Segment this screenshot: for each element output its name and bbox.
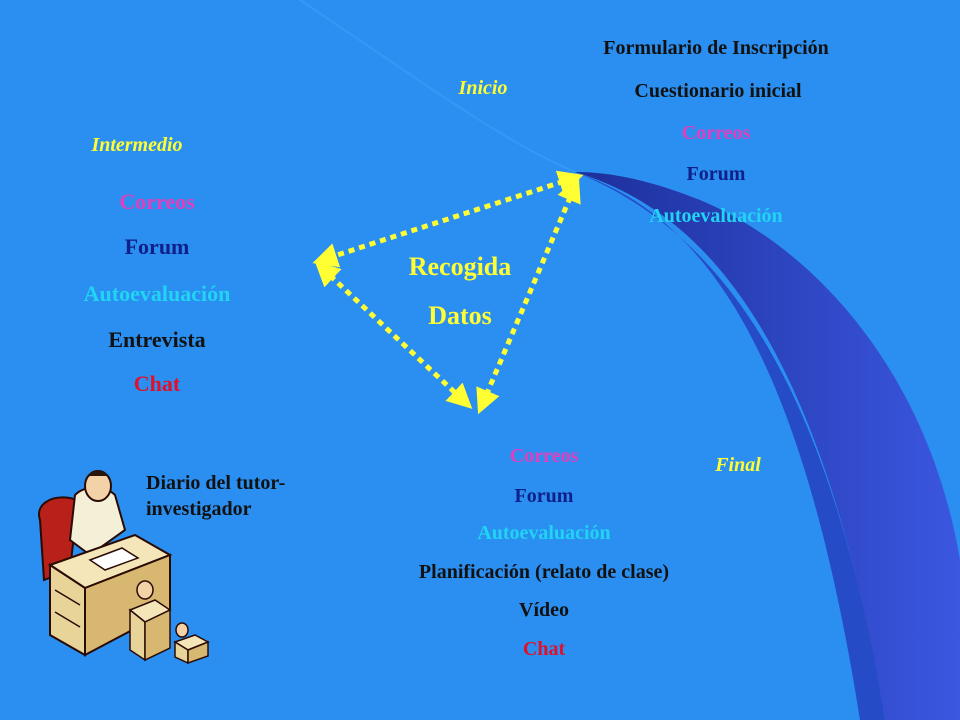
- intermedio-item-entrevista: Entrevista: [108, 327, 206, 352]
- intermedio-item-autoevaluacion: Autoevaluación: [83, 281, 231, 306]
- center-label-recogida: Recogida: [408, 252, 512, 281]
- final-item-autoevaluacion: Autoevaluación: [477, 522, 611, 544]
- final-item-video: Vídeo: [519, 599, 569, 621]
- intermedio-item-correos: Correos: [119, 189, 195, 214]
- tutor-at-desk-clipart: [38, 470, 210, 665]
- inicio-item-forum: Forum: [686, 163, 746, 185]
- tutor-diary-note: Diario del tutor- investigador: [146, 470, 285, 522]
- intermedio-item-forum: Forum: [124, 234, 190, 259]
- tutor-note-line2: investigador: [146, 498, 252, 520]
- intermedio-item-chat: Chat: [133, 371, 181, 396]
- final-item-planificacion: Planificación (relato de clase): [418, 561, 670, 583]
- inicio-item-cuestionario: Cuestionario inicial: [634, 80, 802, 102]
- inicio-item-formulario: Formulario de Inscripción: [603, 37, 829, 59]
- inicio-item-autoevaluacion: Autoevaluación: [649, 205, 783, 227]
- phase-label-inicio: Inicio: [458, 77, 508, 99]
- inicio-item-correos: Correos: [681, 122, 751, 144]
- center-label-datos: Datos: [428, 301, 492, 330]
- tutor-note-line1: Diario del tutor-: [146, 472, 286, 494]
- phase-label-intermedio: Intermedio: [91, 134, 183, 156]
- final-item-correos: Correos: [509, 445, 579, 467]
- final-item-forum: Forum: [514, 485, 574, 507]
- phase-label-final: Final: [715, 454, 761, 476]
- final-item-chat: Chat: [522, 638, 566, 660]
